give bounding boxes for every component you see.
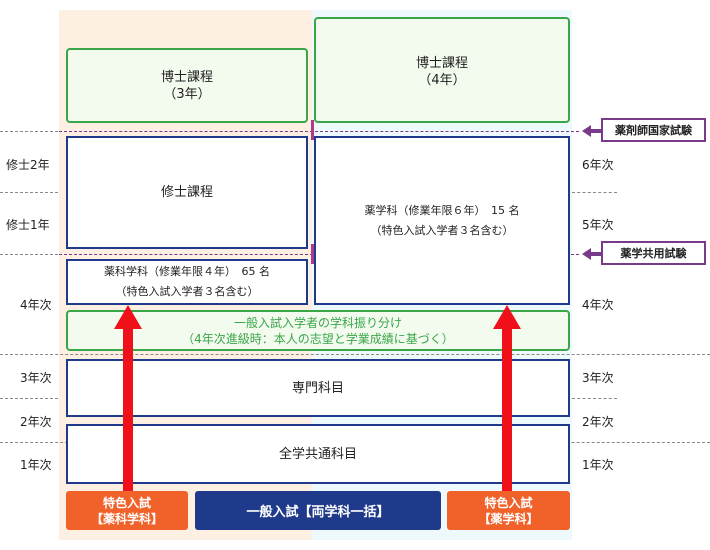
left-label-master1: 修士1年 — [6, 218, 50, 232]
doctor-right-title: 博士課程 — [415, 56, 468, 71]
arrow-left-icon — [582, 248, 602, 260]
right-label-year5: 5年次 — [582, 218, 614, 232]
general-entry-label: 一般入試【両学科一括】 — [246, 505, 390, 520]
left-label-year2: 2年次 — [20, 415, 52, 429]
right-label-year6: 6年次 — [582, 158, 614, 172]
allocation-line1: 一般入試入学者の学科振り分け — [233, 315, 402, 330]
general-entry: 一般入試【両学科一括】 — [195, 491, 441, 530]
left-label-year4: 4年次 — [20, 298, 52, 312]
special-entry-left-line2: 【薬科学科】 — [90, 511, 163, 526]
right-label-year1: 1年次 — [582, 458, 614, 472]
right-label-year3: 3年次 — [582, 371, 614, 385]
arrow-shaft-right — [502, 323, 512, 491]
special-entry-pharm-sci: 特色入試 【薬科学科】 — [66, 491, 188, 530]
special-entry-left-line1: 特色入試 — [102, 495, 151, 510]
specialized-title: 専門科目 — [291, 380, 344, 396]
pharm-line2: （特色入試入学者３名含む） — [370, 223, 514, 237]
left-label-year1: 1年次 — [20, 458, 52, 472]
separator-line — [0, 254, 58, 255]
arrow-up-icon — [114, 305, 142, 329]
specialized-subjects: 専門科目 — [66, 359, 570, 417]
left-label-year3: 3年次 — [20, 371, 52, 385]
pharm-line1: 薬学科（修業年限６年） 15 名 — [364, 203, 520, 217]
pharm-sci-line1: 薬科学科（修業年限４年） 65 名 — [104, 265, 270, 278]
exam-tick — [311, 120, 314, 140]
pharm-sci-dept: 薬科学科（修業年限４年） 65 名 （特色入試入学者３名含む） — [66, 259, 308, 305]
arrow-left-icon — [582, 125, 602, 137]
exam-tick — [311, 244, 314, 264]
separator-line — [0, 398, 58, 399]
allocation-line2: （4年次進級時：本人の志望と学業成績に基づく） — [182, 331, 454, 346]
doctor-course-right: 博士課程 （4年） — [314, 17, 570, 123]
right-label-year2: 2年次 — [582, 415, 614, 429]
doctor-course-left: 博士課程 （3年） — [66, 48, 308, 123]
common-exam-tag: 薬学共用試験 — [601, 241, 706, 265]
separator-line — [572, 192, 617, 193]
doctor-left-title: 博士課程 — [160, 69, 213, 85]
pharm-sci-line2: （特色入試入学者３名含む） — [115, 285, 259, 298]
separator-line — [0, 131, 58, 132]
doctor-left-sub: （3年） — [163, 86, 211, 102]
special-entry-right-line1: 特色入試 — [484, 495, 533, 510]
separator-line — [0, 354, 710, 355]
arrow-up-icon — [493, 305, 521, 329]
separator-line — [572, 398, 617, 399]
pharm-dept: 薬学科（修業年限６年） 15 名 （特色入試入学者３名含む） — [314, 136, 570, 305]
master-title: 修士課程 — [160, 185, 213, 200]
doctor-right-sub: （4年） — [418, 73, 466, 88]
national-exam-tag: 薬剤師国家試験 — [601, 118, 706, 142]
common-subjects: 全学共通科目 — [66, 424, 570, 484]
common-title: 全学共通科目 — [278, 446, 357, 462]
national-exam-line — [59, 131, 579, 132]
left-label-master2: 修士2年 — [6, 158, 50, 172]
special-entry-right-line2: 【薬学科】 — [478, 511, 539, 526]
allocation-box: 一般入試入学者の学科振り分け （4年次進級時：本人の志望と学業成績に基づく） — [66, 310, 570, 351]
separator-line — [0, 192, 58, 193]
special-entry-pharm: 特色入試 【薬学科】 — [447, 491, 570, 530]
arrow-shaft-left — [123, 323, 133, 491]
right-label-year4: 4年次 — [582, 298, 614, 312]
master-course: 修士課程 — [66, 136, 308, 249]
